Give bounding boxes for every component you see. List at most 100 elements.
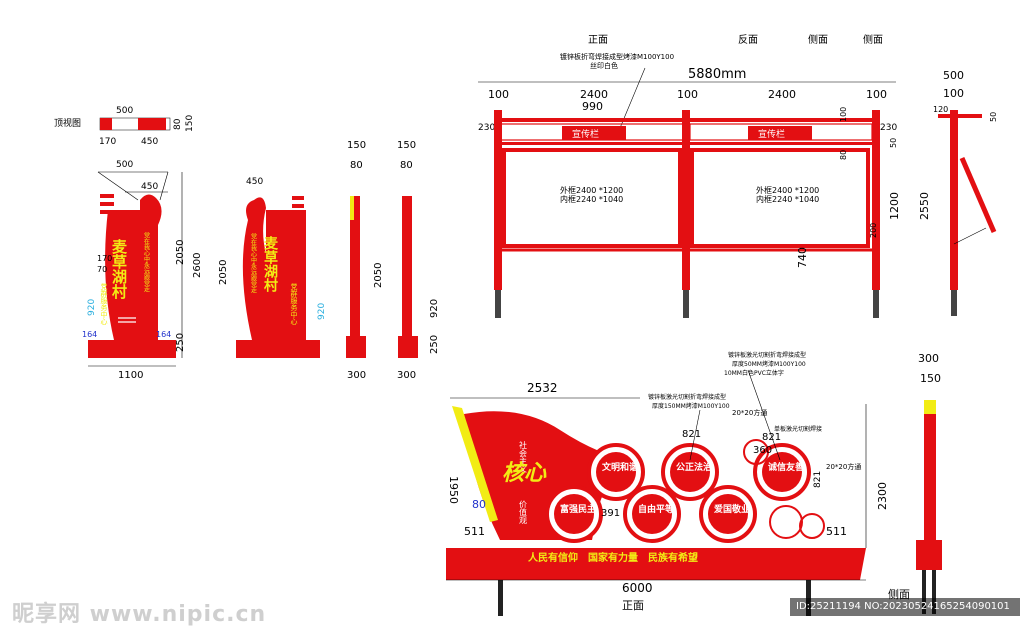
value-circle-1: 富强民主 [545, 485, 603, 543]
village-sign-group: 顶视图 500 170 450 80 150 500 450 麦草湖村 党在我心… [54, 106, 440, 381]
panel-title-box-right [748, 126, 812, 140]
dim-bb-200: 200 [869, 223, 878, 238]
side1-base [346, 336, 366, 358]
stripe-2 [100, 202, 114, 206]
dim-cv-2532: 2532 [527, 381, 558, 395]
dim-bb-230-left: 230 [478, 123, 495, 133]
deco-ring-1 [743, 439, 769, 465]
side-post [950, 110, 958, 290]
side-arm [938, 114, 982, 118]
dim-top-80: 80 [173, 118, 183, 130]
billboard-group: 正面 反面 侧面 侧面 镀锌板折弯焊接成型烤漆M100Y100 丝印白色 588… [478, 33, 998, 318]
cv-leg-left [498, 580, 503, 616]
dim-cv-821-a: 821 [682, 429, 701, 440]
deco-ring-2 [769, 505, 803, 539]
dim-bb-100-d: 100 [839, 107, 848, 122]
dim-front-920: 920 [87, 299, 97, 316]
dim-front-164-right: 164 [156, 330, 171, 339]
back-sign-body [266, 210, 306, 340]
dim-front-250: 250 [175, 333, 186, 352]
side-footing [951, 290, 957, 316]
side1-accent [350, 196, 354, 220]
label-side-1: 侧面 [808, 33, 828, 46]
second-rail [494, 142, 880, 145]
cv-slogan: 人民有信仰 国家有力量 民族有希望 [528, 551, 698, 564]
frame-left [502, 148, 682, 248]
dim-bb-side-50: 50 [989, 112, 998, 122]
dim-front-1100: 1100 [118, 370, 143, 381]
stripe-3 [100, 210, 114, 214]
watermark: 昵享网 www.nipic.cn [12, 602, 267, 627]
stripe-1 [100, 194, 114, 198]
dim-side1-80: 80 [350, 160, 363, 171]
dim-bb-side-100: 100 [943, 87, 964, 100]
value-text-6: 诚信友善 [768, 461, 804, 473]
dim-side2-80: 80 [400, 160, 413, 171]
dim-front-500: 500 [116, 160, 133, 170]
frame-left-inner: 内框2240 *1040 [560, 194, 623, 204]
side-brace [953, 227, 987, 245]
value-circle-4: 公正法治 [661, 443, 719, 501]
back-sign-slogan: 党在我心中永远跟党走 [250, 232, 257, 294]
dim-cv-391: 391 [601, 508, 620, 519]
value-circle-5: 爱国敬业 [699, 485, 757, 543]
dim-top-170: 170 [99, 137, 116, 147]
side2-base [398, 336, 418, 358]
cv-note-3: 10MM白色PVC立体字 [724, 369, 784, 377]
cv-note-4: 镀锌板激光切割折弯焊接成型 [648, 393, 726, 401]
note-leader-3 [689, 409, 701, 461]
frame-left-outer: 外框2400 *1200 [560, 185, 623, 195]
side-panel [959, 157, 997, 233]
cv-heading: 社会主义 [519, 440, 528, 473]
post-middle [682, 110, 690, 290]
billboard-note-2: 丝印白色 [590, 61, 618, 70]
cv-big-text: 核心 [502, 460, 547, 486]
dim-bb-990: 990 [582, 100, 603, 113]
billboard-note-1: 镀锌板折弯焊接成型烤漆M100Y100 [560, 52, 674, 61]
cv-side-leg-2 [932, 570, 936, 614]
top-view-label: 顶视图 [54, 117, 81, 129]
dim-front-2050: 2050 [175, 240, 186, 265]
id-bar: ID:25211194 NO:20230524165254090101 [790, 598, 1020, 616]
frame-right [690, 148, 870, 248]
value-circle-3: 自由平等 [623, 485, 681, 543]
value-text-5: 爱国敬业 [714, 503, 750, 515]
value-circle-6: 诚信友善 [753, 443, 811, 501]
dim-bb-2400-a: 2400 [580, 88, 608, 101]
dim-side2-300: 300 [397, 370, 416, 381]
cv-side-label: 侧面 [888, 588, 910, 601]
deco-ring-3 [799, 513, 825, 539]
cv-side-base [916, 540, 942, 570]
back-sign-crown [242, 197, 272, 340]
dim-top-450: 450 [141, 137, 158, 147]
dim-front-170: 170 [97, 254, 112, 263]
back-sign-name: 麦草湖村 [262, 235, 278, 293]
post-right [872, 110, 880, 290]
dim-cv-300: 300 [918, 352, 939, 365]
back-stripe-2 [292, 204, 304, 208]
panel-title-right: 宣传栏 [758, 128, 785, 140]
dim-bb-100-a: 100 [488, 88, 509, 101]
front-sign-slogan: 党在我心中永远跟党走 [143, 231, 150, 293]
cv-note-2: 厚度50MM烤漆M100Y100 [732, 360, 806, 368]
dim-back-450: 450 [246, 177, 263, 187]
dim-cv-1950: 1950 [447, 476, 460, 504]
top-view-part-a [100, 118, 112, 130]
cv-note-6: 20*20方通 [732, 408, 767, 417]
dim-side1-150: 150 [347, 140, 366, 151]
dim-side2-150: 150 [397, 140, 416, 151]
value-text-1: 富强民主 [560, 503, 596, 515]
note-leader-2 [747, 369, 781, 461]
front-sign-service: 党群服务中心 [100, 282, 108, 325]
billboard-total-width: 5880mm [688, 67, 746, 82]
cv-tail: 价值观 [519, 500, 528, 525]
side2-post [402, 196, 412, 336]
dim-bb-100-b: 100 [677, 88, 698, 101]
dim-slope-line-2 [159, 171, 169, 201]
footing-right [873, 290, 879, 318]
dim-cv-150: 150 [920, 372, 941, 385]
dim-bb-1200: 1200 [888, 192, 901, 220]
cv-side-post [924, 400, 936, 540]
dim-front-450: 450 [141, 182, 158, 192]
